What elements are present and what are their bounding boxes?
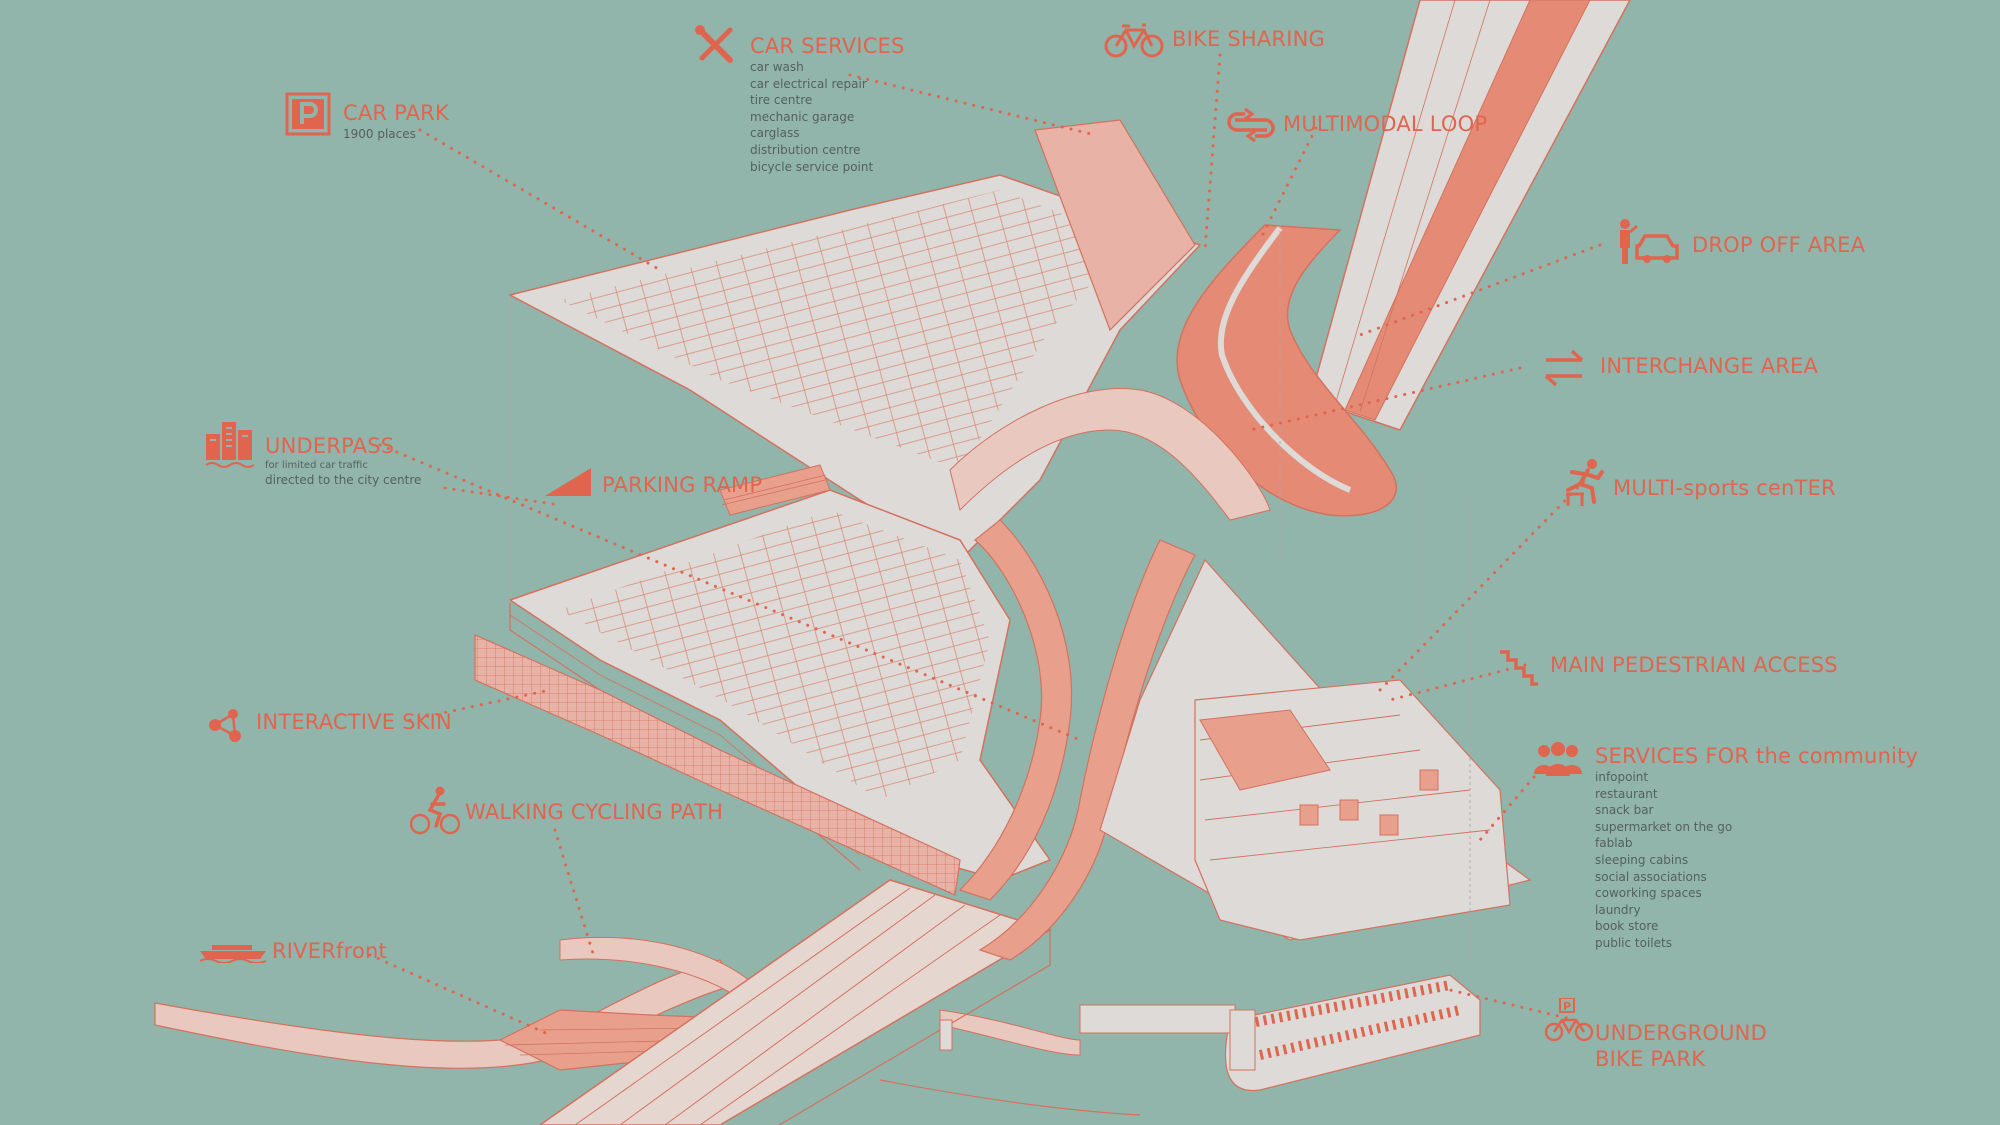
list-item: supermarket on the go <box>1595 819 1733 834</box>
network-nodes-icon <box>209 709 241 742</box>
services-community-label: SERVICES FOR the community infopoint res… <box>1595 743 1918 952</box>
underground-bike-park-title-line1: UNDERGROUND <box>1595 1021 1767 1045</box>
list-item: coworking spaces <box>1595 886 1702 901</box>
parking-bicycle-icon: P <box>1544 998 1594 1042</box>
list-item: car wash <box>750 60 804 74</box>
underpass-direction: directed to the city centre <box>265 473 422 487</box>
interactive-skin-title: INTERACTIVE SKIN <box>256 710 452 734</box>
svg-text:P: P <box>1563 1000 1571 1013</box>
boat-icon <box>199 945 267 963</box>
bicycle-icon <box>1104 23 1164 58</box>
riverfront-landscape <box>154 937 1141 1116</box>
list-item: infopoint <box>1595 770 1649 784</box>
list-item: laundry <box>1595 902 1641 917</box>
walking-cycling-path-title: WALKING CYCLING PATH <box>465 800 724 824</box>
list-item: fablab <box>1595 836 1633 851</box>
drop-off-area-title: DROP OFF AREA <box>1692 233 1866 257</box>
multimodal-loop-title: MULTIMODAL LOOP <box>1283 112 1488 136</box>
underground-bike-park-label: UNDERGROUND BIKE PARK <box>1595 1020 1767 1072</box>
list-item: public toilets <box>1595 935 1672 950</box>
list-item: mechanic garage <box>750 109 855 124</box>
community-building <box>1194 679 1511 941</box>
people-group-icon <box>1534 742 1582 776</box>
list-item: distribution centre <box>750 142 861 157</box>
stairs-icon <box>1500 650 1538 686</box>
list-item: restaurant <box>1595 786 1658 801</box>
underground-bike-park-title-line2: BIKE PARK <box>1595 1047 1706 1071</box>
ramp-triangle-icon <box>545 468 591 496</box>
underground-bike-park <box>1079 974 1481 1092</box>
list-item: carglass <box>750 126 800 141</box>
car-park-title: CAR PARK <box>343 101 449 125</box>
list-item: bicycle service point <box>750 159 874 174</box>
bike-sharing-title: BIKE SHARING <box>1172 27 1325 51</box>
parking-ramp-title: PARKING RAMP <box>602 473 763 497</box>
list-item: tire centre <box>750 93 813 108</box>
car-park-capacity: 1900 places <box>343 127 416 141</box>
services-community-list: infopoint restaurant snack bar supermark… <box>1595 769 1918 952</box>
cyclist-icon <box>410 786 460 835</box>
list-item: car electrical repair <box>750 76 867 91</box>
upper-parking-deck <box>507 119 1271 561</box>
multi-sports-center-title: MULTI-sports cenTER <box>1613 476 1836 500</box>
leader-lines <box>368 53 1602 1037</box>
underpass-title: UNDERPASS <box>265 434 395 458</box>
car-services-list: car wash car electrical repair tire cent… <box>750 59 905 175</box>
list-item: social associations <box>1595 869 1707 884</box>
person-car-icon <box>1620 219 1679 264</box>
city-buildings-icon <box>205 422 254 468</box>
services-community-title: SERVICES FOR the community <box>1595 744 1919 768</box>
projection-lines <box>509 225 1471 960</box>
interchange-area-title: INTERCHANGE AREA <box>1600 354 1819 378</box>
multimodal-loop-ramp <box>1176 224 1397 517</box>
car-services-title: CAR SERVICES <box>750 34 905 58</box>
main-pedestrian-access-title: MAIN PEDESTRIAN ACCESS <box>1550 653 1838 677</box>
list-item: snack bar <box>1595 803 1654 818</box>
car-park-label: CAR PARK 1900 places <box>343 100 449 143</box>
list-item: sleeping cabins <box>1595 852 1689 867</box>
list-item: book store <box>1595 919 1659 934</box>
highway-bottom <box>538 879 1052 1125</box>
underpass-label: UNDERPASS for limited car traffic direct… <box>265 433 421 489</box>
swap-arrows-icon <box>1544 349 1584 387</box>
loop-arrows-icon <box>1227 108 1275 142</box>
wrench-screwdriver-icon <box>695 25 733 63</box>
car-services-label: CAR SERVICES car wash car electrical rep… <box>750 33 905 175</box>
underpass-note: for limited car traffic <box>265 460 368 471</box>
riverfront-title: RIVERfront <box>272 939 387 963</box>
hurdler-icon <box>1566 459 1604 506</box>
highway-top <box>1309 0 1631 431</box>
parking-sign-icon <box>285 92 331 136</box>
